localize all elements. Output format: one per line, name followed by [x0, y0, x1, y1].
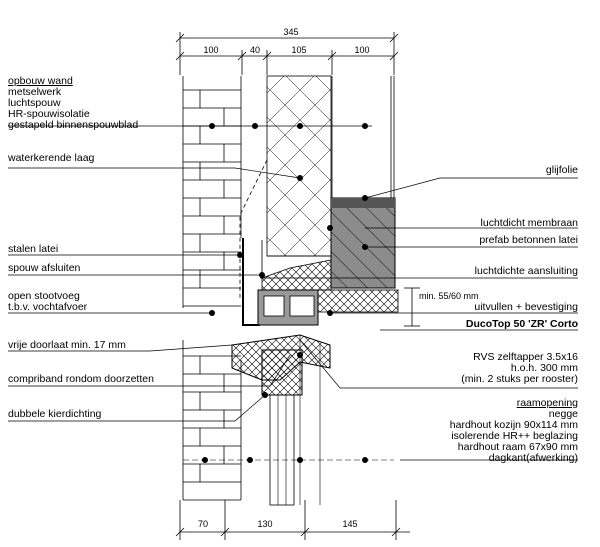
label-cavity-closure: spouw afsluiten	[8, 262, 81, 274]
leader-lines-right	[260, 177, 578, 461]
inner-leaf	[331, 76, 395, 198]
label-precast-lintel: prefab betonnen latei	[479, 234, 578, 246]
label-product: DucoTop 50 'ZR' Corto	[465, 318, 578, 330]
label-double-seal: dubbele kierdichting	[8, 408, 102, 420]
label-insulation: HR-spouwisolatie	[8, 108, 90, 120]
label-fill-fixing: uitvullen + bevestiging	[474, 301, 578, 313]
window-frame	[231, 334, 331, 506]
label-screws-2: h.o.h. 300 mm	[510, 362, 578, 374]
label-inner-leaf: gestapeld binnenspouwblad	[8, 119, 139, 131]
label-open-joint-1: open stootvoeg	[8, 290, 80, 302]
label-open-joint-2: t.b.v. vochtafvoer	[8, 301, 88, 313]
label-window-opening: raamopening	[516, 397, 578, 409]
label-hardwood-frame: hardhout kozijn 90x114 mm	[449, 419, 578, 431]
label-hardwood-sash: hardhout raam 67x90 mm	[457, 441, 578, 453]
label-screws-1: RVS zelftapper 3.5x16	[473, 351, 578, 363]
dim-top-seg-2: 40	[249, 45, 260, 55]
dim-top-seg-1: 100	[203, 45, 219, 55]
gap-dimension	[404, 287, 420, 327]
label-brickwork: metselwerk	[8, 86, 62, 98]
label-reveal: negge	[548, 408, 578, 420]
label-compriband: compriband rondom doorzetten	[8, 373, 154, 385]
leader-lines-left	[8, 125, 372, 422]
dim-top-total: 345	[283, 27, 299, 37]
label-airtight-connection: luchtdichte aansluiting	[474, 265, 578, 277]
interior-finish-line	[299, 335, 321, 505]
label-finish: dagkant(afwerking)	[488, 452, 578, 464]
label-water-barrier: waterkerende laag	[8, 152, 95, 164]
cavity-insulation	[266, 75, 332, 257]
dim-bottom-seg-2: 130	[257, 519, 273, 529]
steel-lintel	[242, 238, 260, 326]
bottom-dimension	[175, 500, 410, 540]
fixing-dots	[202, 123, 368, 463]
label-free-passage: vrije doorlaat min. 17 mm	[8, 339, 126, 351]
label-steel-lintel: stalen latei	[8, 243, 59, 255]
dim-top-seg-3: 105	[291, 45, 307, 55]
label-slip-foil: glijfolie	[545, 164, 578, 176]
label-air-cavity: luchtspouw	[8, 97, 61, 109]
ventilation-grille	[257, 289, 399, 326]
label-wall-build-up: opbouw wand	[8, 75, 73, 87]
label-airtight-membrane: luchtdicht membraan	[480, 217, 578, 229]
outer-brick-wall	[182, 76, 242, 501]
top-dimension	[175, 32, 399, 75]
precast-lintel	[330, 197, 396, 289]
dim-top-seg-4: 100	[354, 45, 370, 55]
label-screws-3: (min. 2 stuks per rooster)	[461, 373, 578, 385]
dim-min-gap: min. 55/60 mm	[419, 291, 479, 301]
label-glazing: isolerende HR++ beglazing	[451, 430, 578, 442]
dim-bottom-seg-3: 145	[342, 519, 358, 529]
dim-bottom-seg-1: 70	[197, 519, 208, 529]
cavity-closure	[261, 240, 332, 291]
